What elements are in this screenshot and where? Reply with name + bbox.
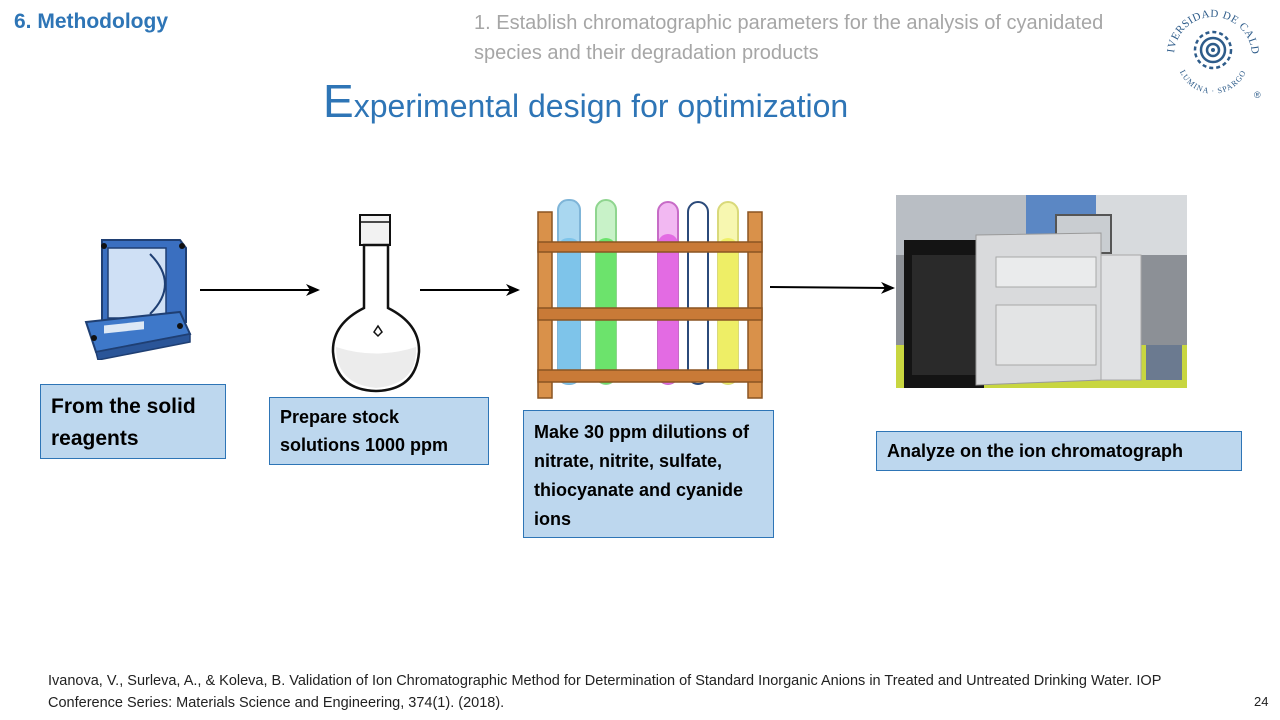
- university-logo: UNIVERSIDAD DE CALDAS LUMINA · SPARGO ®: [1158, 2, 1268, 102]
- page-number: 24: [1254, 694, 1269, 709]
- objective-subtitle: 1. Establish chromatographic parameters …: [474, 12, 1104, 64]
- balance-icon: [80, 234, 192, 360]
- svg-text:®: ®: [1254, 90, 1261, 100]
- arrow-3: [769, 281, 895, 294]
- flask-icon: [330, 212, 422, 394]
- step-label-solid-reagents: From the solid reagents: [40, 384, 226, 459]
- section-heading: 6. Methodology: [14, 10, 168, 33]
- slide-title: Experimental design for optimization: [323, 74, 848, 128]
- title-rest: xperimental design for optimization: [353, 88, 849, 124]
- ion-chromatograph-photo: [896, 195, 1187, 388]
- step-label-stock-solutions: Prepare stock solutions 1000 ppm: [269, 397, 489, 465]
- step-label-ion-chromatograph: Analyze on the ion chromatograph: [876, 431, 1242, 471]
- title-initial: E: [323, 75, 354, 127]
- test-tube-rack-icon: [530, 198, 770, 402]
- step-label-dilutions: Make 30 ppm dilutions of nitrate, nitrit…: [523, 410, 774, 538]
- citation: Ivanova, V., Surleva, A., & Koleva, B. V…: [48, 673, 1162, 711]
